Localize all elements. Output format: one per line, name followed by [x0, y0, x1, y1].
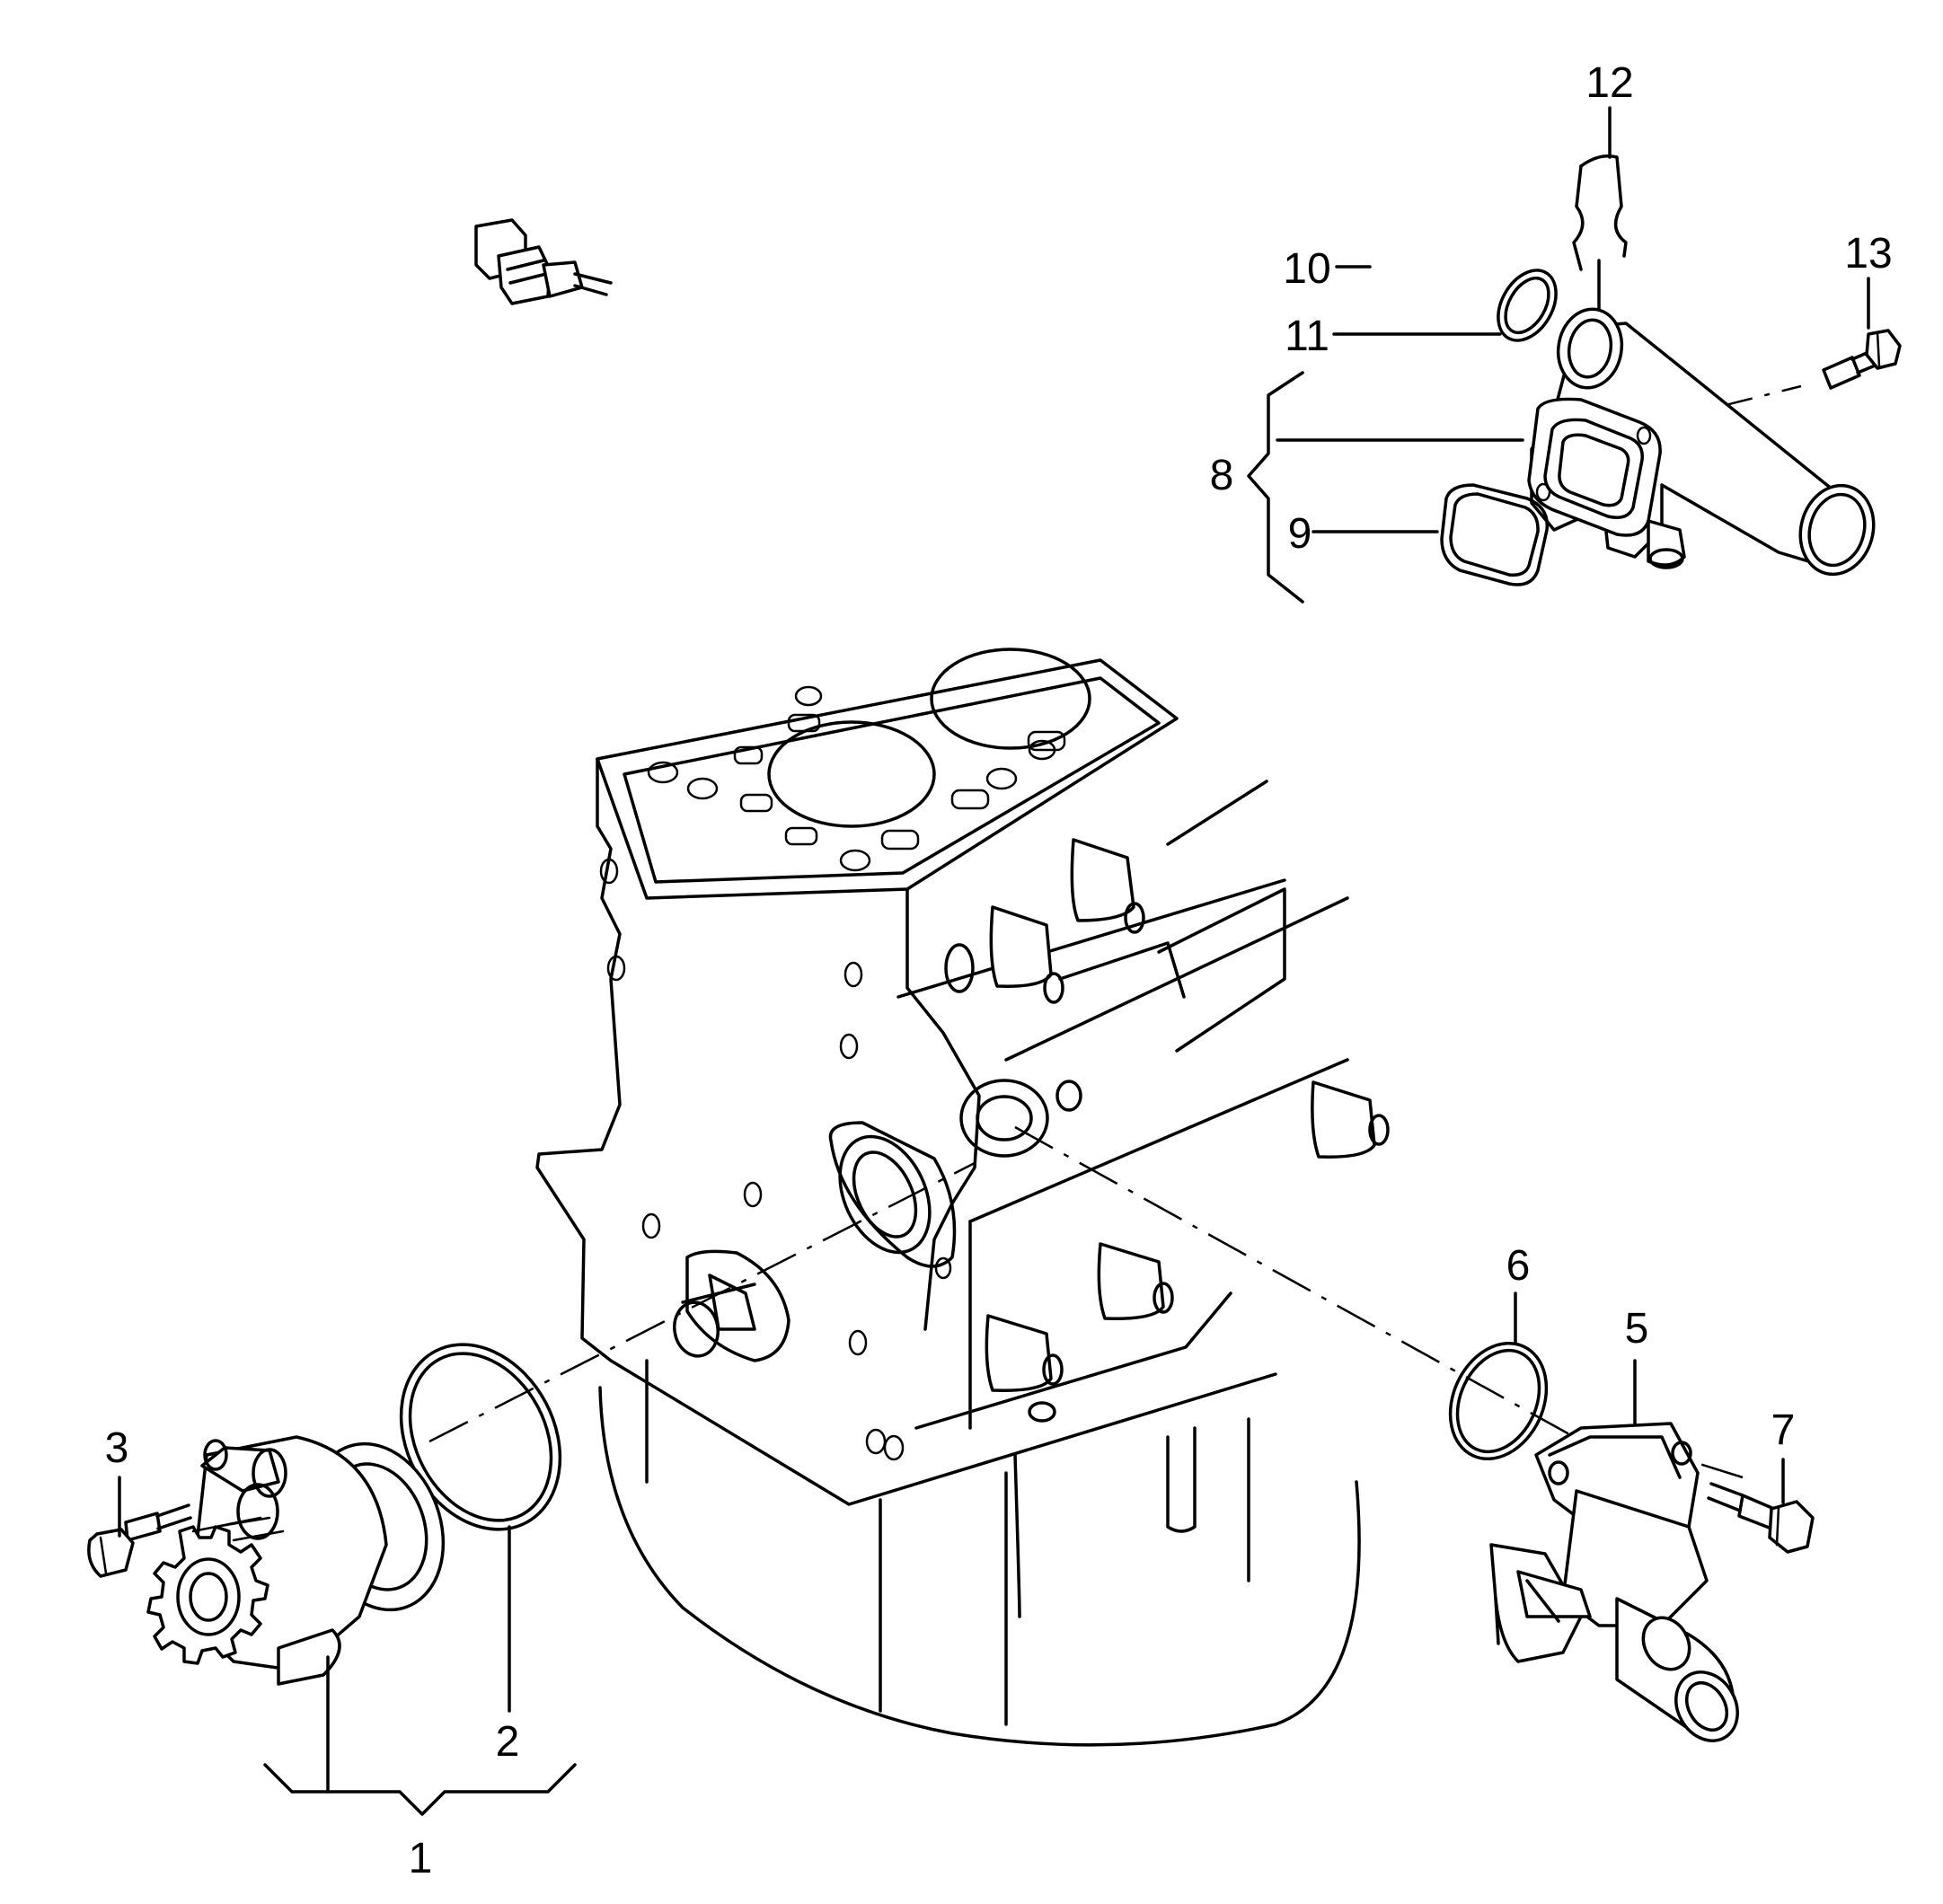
o-ring-small — [1448, 1341, 1549, 1461]
bolt-3 — [87, 1503, 192, 1578]
label-part-6: 6 — [1506, 1242, 1531, 1290]
label-part-12: 12 — [1585, 59, 1633, 107]
part-labels: 1 2 3 5 6 7 8 9 10 11 12 13 — [105, 59, 1893, 1882]
label-part-3: 3 — [105, 1424, 129, 1472]
leader-lines — [118, 106, 1870, 1816]
label-part-7: 7 — [1771, 1406, 1796, 1454]
flange-gasket — [1440, 483, 1550, 586]
label-part-5: 5 — [1625, 1305, 1649, 1353]
coolant-hose — [1572, 154, 1628, 271]
label-part-11: 11 — [1285, 313, 1329, 360]
bolt-7 — [1707, 1482, 1815, 1554]
label-part-8: 8 — [1210, 452, 1234, 499]
coolant-flange — [1527, 307, 1876, 577]
label-part-13: 13 — [1844, 230, 1892, 278]
water-pump — [146, 1435, 446, 1686]
engine-block — [535, 648, 1390, 1747]
label-part-1: 1 — [409, 1835, 433, 1882]
temperature-sender — [474, 218, 613, 305]
thermostat-housing — [1489, 1422, 1739, 1742]
bolt-13 — [1822, 329, 1902, 390]
label-part-10: 10 — [1283, 245, 1330, 293]
label-part-2: 2 — [496, 1718, 520, 1766]
label-part-9: 9 — [1288, 510, 1312, 558]
seal-ring — [1497, 269, 1558, 342]
